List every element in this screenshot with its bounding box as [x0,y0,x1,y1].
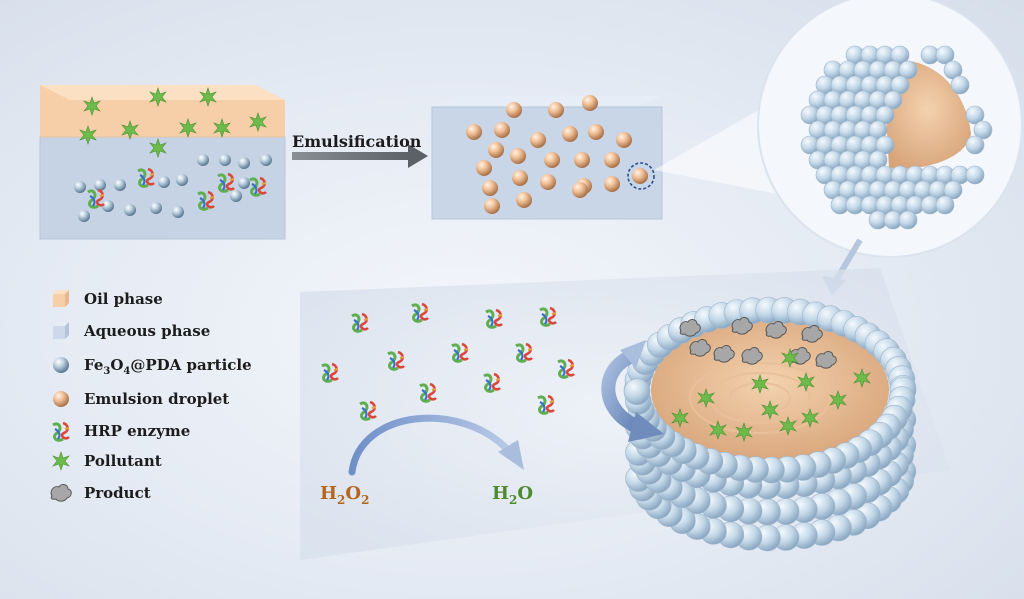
aqueous-phase-cube-icon [50,320,72,342]
legend-item-oil-phase: Oil phase [50,288,163,310]
emulsification-arrow [292,144,428,168]
product-cloud-icon [50,482,72,504]
legend-item-particle: Fe3O4@PDA particle [50,354,252,377]
shell-particle [965,165,985,185]
pollutant-star-icon [50,450,72,472]
emulsification-label: Emulsification [292,132,422,151]
legend-label-emulsion-droplet: Emulsion droplet [84,390,230,408]
zoom-selection-ring [627,162,655,190]
shell-particle [935,195,955,215]
shell-particle [965,105,985,125]
legend-label-aqueous-phase: Aqueous phase [84,322,211,340]
legend-label-product: Product [84,484,151,502]
shell-particle [898,210,918,230]
legend-item-pollutant: Pollutant [50,450,162,472]
zoomed-droplet [757,0,1023,258]
legend-item-hrp-enzyme: HRP enzyme [50,420,190,442]
reaction-curve-arrow [348,414,524,476]
shell-particle [943,180,963,200]
legend-item-aqueous-phase: Aqueous phase [50,320,210,342]
shell-particle [623,378,651,406]
particle-sphere-icon [50,354,72,376]
shell-particle [965,135,985,155]
shell-particle [973,120,993,140]
reactant-label: H2O2 [320,483,369,507]
shell-particle [950,75,970,95]
oil-ripple [689,362,831,434]
legend-label-pollutant: Pollutant [84,452,162,470]
droplet-cross-section [623,296,917,552]
enzyme-ribbon-icon [50,420,72,442]
product-label: H2O [492,483,533,507]
legend-item-emulsion-droplet: Emulsion droplet [50,388,229,410]
legend-item-product: Product [50,482,151,504]
two-phase-block [39,85,286,240]
shell-particle [898,60,918,80]
rotation-arrow [601,340,664,442]
droplet-sphere-icon [50,388,72,410]
emulsion-block [431,95,663,220]
shell-particle [883,90,903,110]
legend-label-oil-phase: Oil phase [84,290,163,308]
oil-phase-cube-icon [50,288,72,310]
legend-label-hrp-enzyme: HRP enzyme [84,422,191,440]
legend-label-particle: Fe3O4@PDA particle [84,356,252,377]
shell-particle [935,45,955,65]
